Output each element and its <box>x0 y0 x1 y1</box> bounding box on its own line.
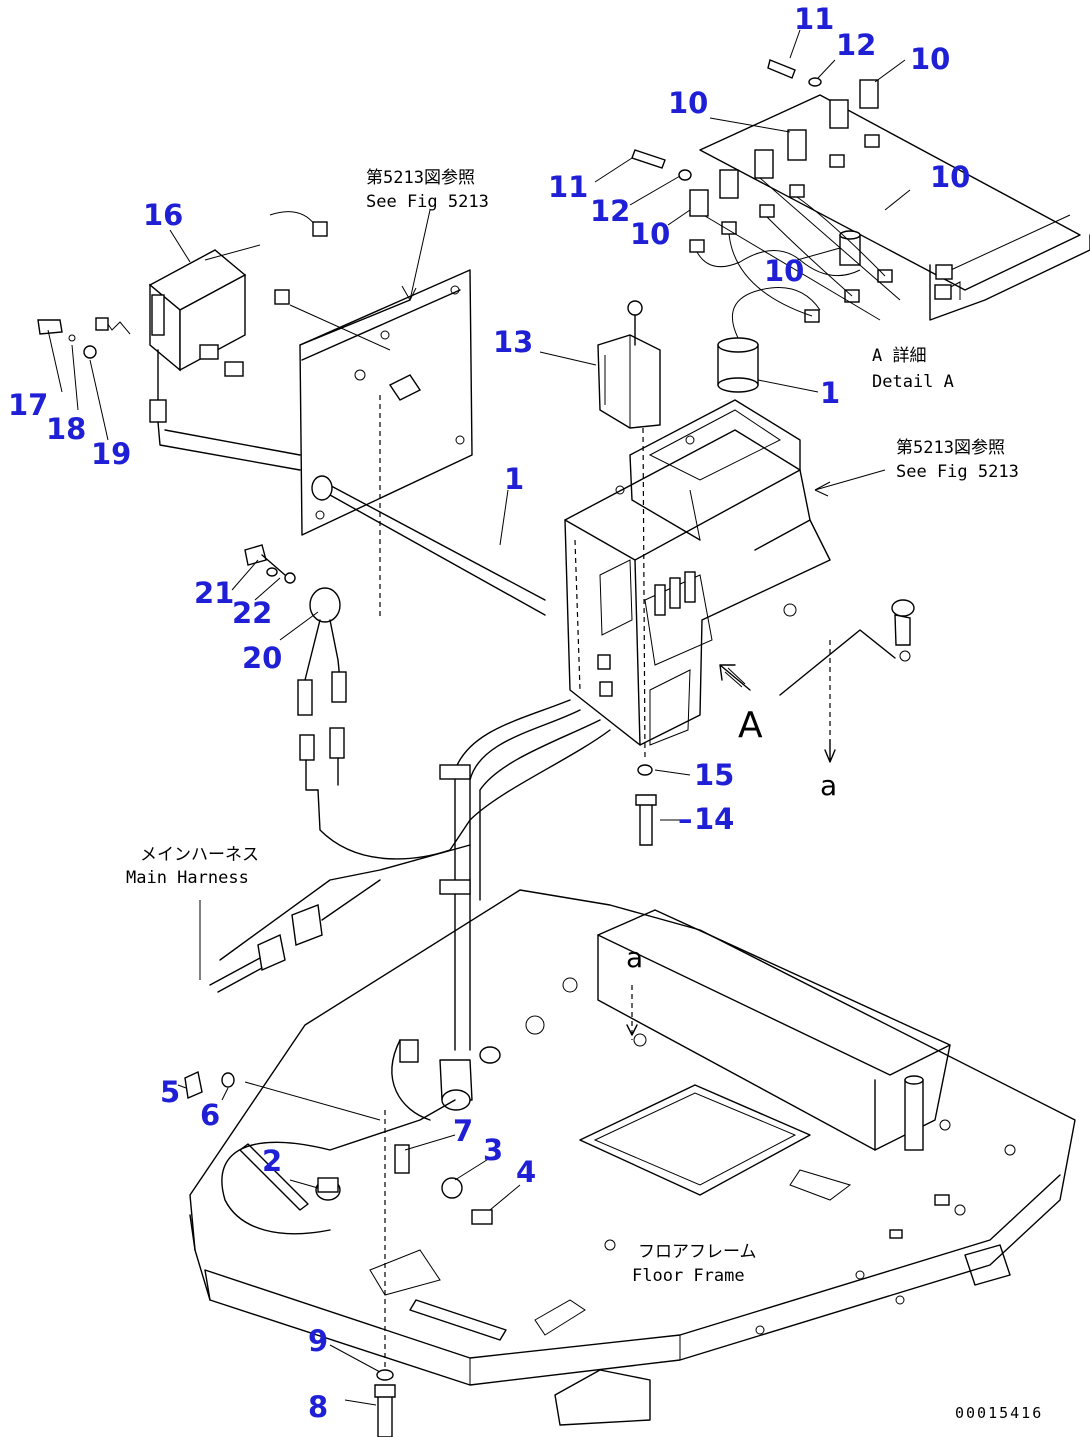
callout-10-bottom: 10 <box>764 254 805 288</box>
callout-10-top-left: 10 <box>668 86 709 120</box>
callout-5: 5 <box>160 1075 181 1109</box>
callout-19: 19 <box>91 437 132 471</box>
see-fig-top-en: See Fig 5213 <box>366 192 489 212</box>
main-harness-jp: メインハーネス <box>140 845 259 865</box>
callout-9: 9 <box>308 1324 329 1358</box>
wire-harness <box>184 544 657 1437</box>
callout-10-left: 10 <box>630 217 671 251</box>
callout-20: 20 <box>242 641 283 675</box>
callout-18: 18 <box>46 412 87 446</box>
see-fig-right-en: See Fig 5213 <box>896 462 1019 482</box>
callout-11-top: 11 <box>794 2 835 36</box>
callout-16: 16 <box>143 198 184 232</box>
callout-21: 21 <box>194 576 235 610</box>
callout-14-dash: – <box>678 802 693 836</box>
callout-10-right: 10 <box>930 160 971 194</box>
callout-14: 14 <box>694 802 735 836</box>
control-panel <box>299 269 546 620</box>
detail-a-en: Detail A <box>872 372 954 392</box>
main-harness-en: Main Harness <box>126 868 249 888</box>
figure-code: 00015416 <box>955 1404 1044 1422</box>
leader-lines <box>47 29 911 1406</box>
arrow-letter-a-frame: a <box>626 941 644 974</box>
main-box <box>564 300 915 763</box>
callout-3: 3 <box>483 1133 504 1167</box>
callout-12-top: 12 <box>836 28 877 62</box>
callout-2: 2 <box>262 1144 283 1178</box>
relay-bracket-detail <box>631 59 1090 393</box>
callout-4: 4 <box>516 1155 537 1189</box>
arrow-letter-a-right: a <box>820 769 838 802</box>
view-letter-a: A <box>738 705 763 746</box>
floor-frame <box>189 889 1076 1426</box>
callout-13: 13 <box>493 325 534 359</box>
callout-6: 6 <box>200 1098 221 1132</box>
callout-11-left: 11 <box>548 170 589 204</box>
callout-1-detail: 1 <box>820 376 841 410</box>
controller-16 <box>37 211 391 471</box>
callout-7: 7 <box>453 1114 474 1148</box>
detail-a-jp: A 詳細 <box>872 346 927 366</box>
callout-8: 8 <box>308 1390 329 1424</box>
callout-15: 15 <box>694 758 735 792</box>
floor-frame-jp: フロアフレーム <box>638 1242 757 1262</box>
callout-12-left: 12 <box>590 194 631 228</box>
callout-10-top-right: 10 <box>910 42 951 76</box>
see-fig-right-jp: 第5213図参照 <box>896 438 1005 458</box>
floor-frame-en: Floor Frame <box>632 1266 745 1286</box>
callout-22: 22 <box>232 596 273 630</box>
callout-1-tube: 1 <box>504 462 525 496</box>
see-fig-top-jp: 第5213図参照 <box>366 168 475 188</box>
callout-17: 17 <box>8 388 49 422</box>
